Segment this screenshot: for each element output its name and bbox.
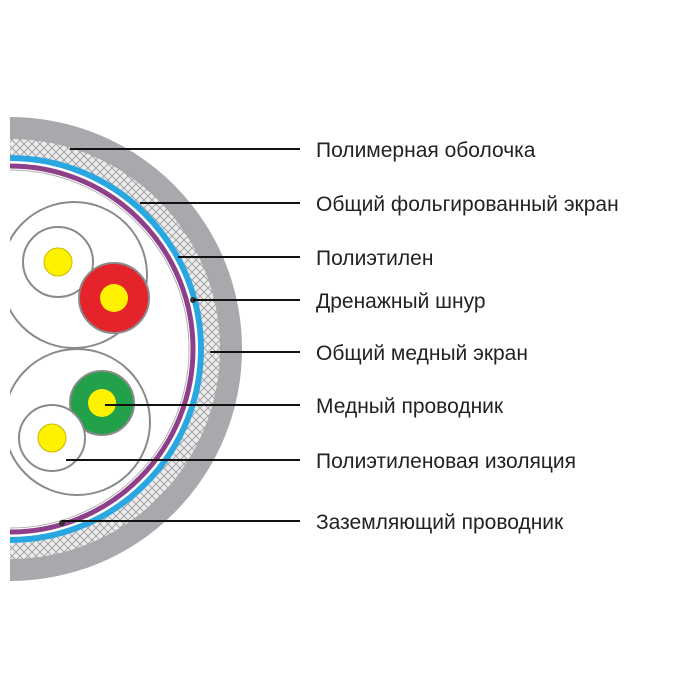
label-ground-conductor: Заземляющий проводник: [316, 511, 564, 534]
red-yellow-core: [100, 284, 128, 312]
label-polyethylene: Полиэтилен: [316, 247, 433, 270]
label-pe-insulation: Полиэтиленовая изоляция: [316, 450, 576, 473]
labels: Полимерная оболочка Общий фольгированный…: [316, 139, 619, 534]
upper-yellow-core: [43, 247, 73, 277]
label-drain-wire: Дренажный шнур: [316, 290, 486, 313]
inner-outline-ring: [10, 169, 190, 529]
green-yellow-core: [88, 389, 116, 417]
upper-pair-envelope: [10, 201, 148, 349]
lower-yellow-core: [37, 423, 67, 453]
foil-shield-ring: [10, 155, 204, 543]
polyethylene-ring: [10, 163, 196, 535]
label-copper-shield: Общий медный экран: [316, 342, 528, 365]
label-foil-shield: Общий фольгированный экран: [316, 193, 619, 216]
label-polymer-sheath: Полимерная оболочка: [316, 139, 536, 162]
label-copper-conductor: Медный проводник: [316, 395, 504, 418]
cable-body: [10, 117, 242, 581]
lower-pair-envelope: [10, 348, 151, 496]
leader-lines: [62, 148, 300, 522]
